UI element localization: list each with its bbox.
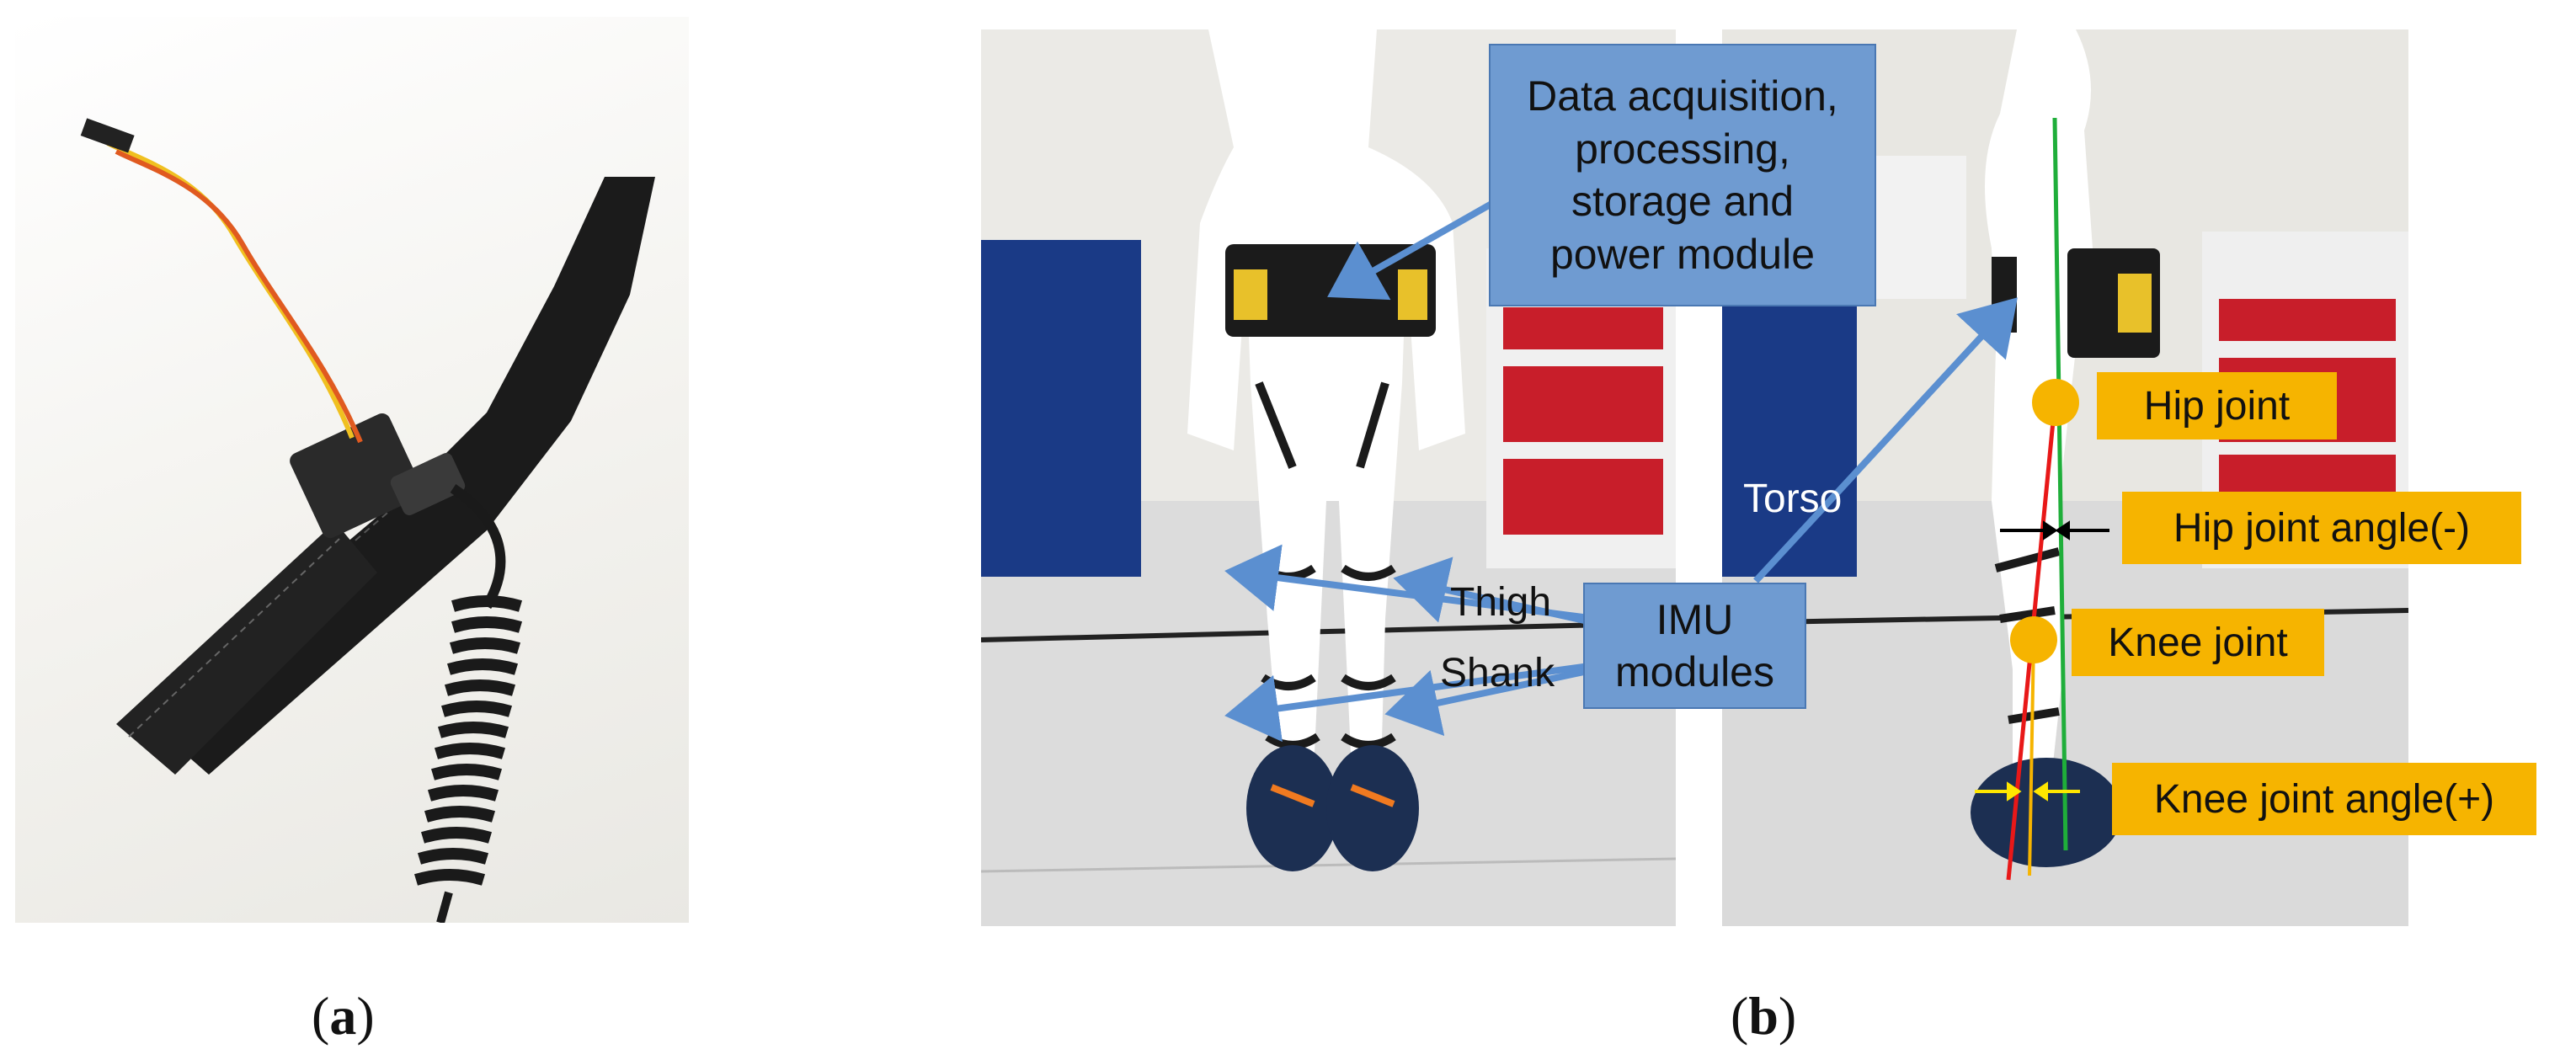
yellow-wire [106, 141, 355, 439]
orange-wire [115, 149, 363, 444]
hip-joint-angle-label: Hip joint angle(-) [2122, 492, 2521, 564]
shank-label: Shank [1440, 651, 1555, 695]
side-shoe [1971, 758, 2122, 867]
imu-line-1: IMU [1656, 595, 1734, 643]
torso-label: Torso [1743, 477, 1843, 521]
panel-a-photo [15, 17, 689, 923]
imu-line-2: modules [1615, 648, 1774, 695]
daq-line-1: Data acquisition, [1527, 72, 1838, 120]
wire-plug [80, 118, 135, 153]
caption-b: (b) [1731, 986, 1797, 1046]
right-shoe [1326, 745, 1419, 871]
daq-line-3: storage and [1571, 178, 1795, 225]
strap-lower [116, 522, 377, 775]
hip-joint-label: Hip joint [2097, 372, 2337, 439]
imu-strap-illustration [80, 118, 655, 923]
caption-a: (a) [312, 986, 375, 1046]
connector [390, 453, 466, 515]
daq-line-4: power module [1549, 230, 1816, 278]
daq-line-2: processing, [1575, 125, 1790, 173]
daq-module-label-box: Data acquisition, processing, storage an… [1489, 44, 1876, 306]
imu-sensor-housing [290, 413, 423, 539]
blue-office-divider [981, 240, 1141, 577]
knee-joint-label: Knee joint [2072, 609, 2324, 676]
knee-joint-angle-label: Knee joint angle(+) [2112, 763, 2536, 835]
left-shoe [1246, 745, 1339, 871]
coiled-cable [413, 595, 523, 886]
thigh-label: Thigh [1450, 580, 1552, 625]
imu-modules-label-box: IMU modules [1583, 583, 1806, 709]
